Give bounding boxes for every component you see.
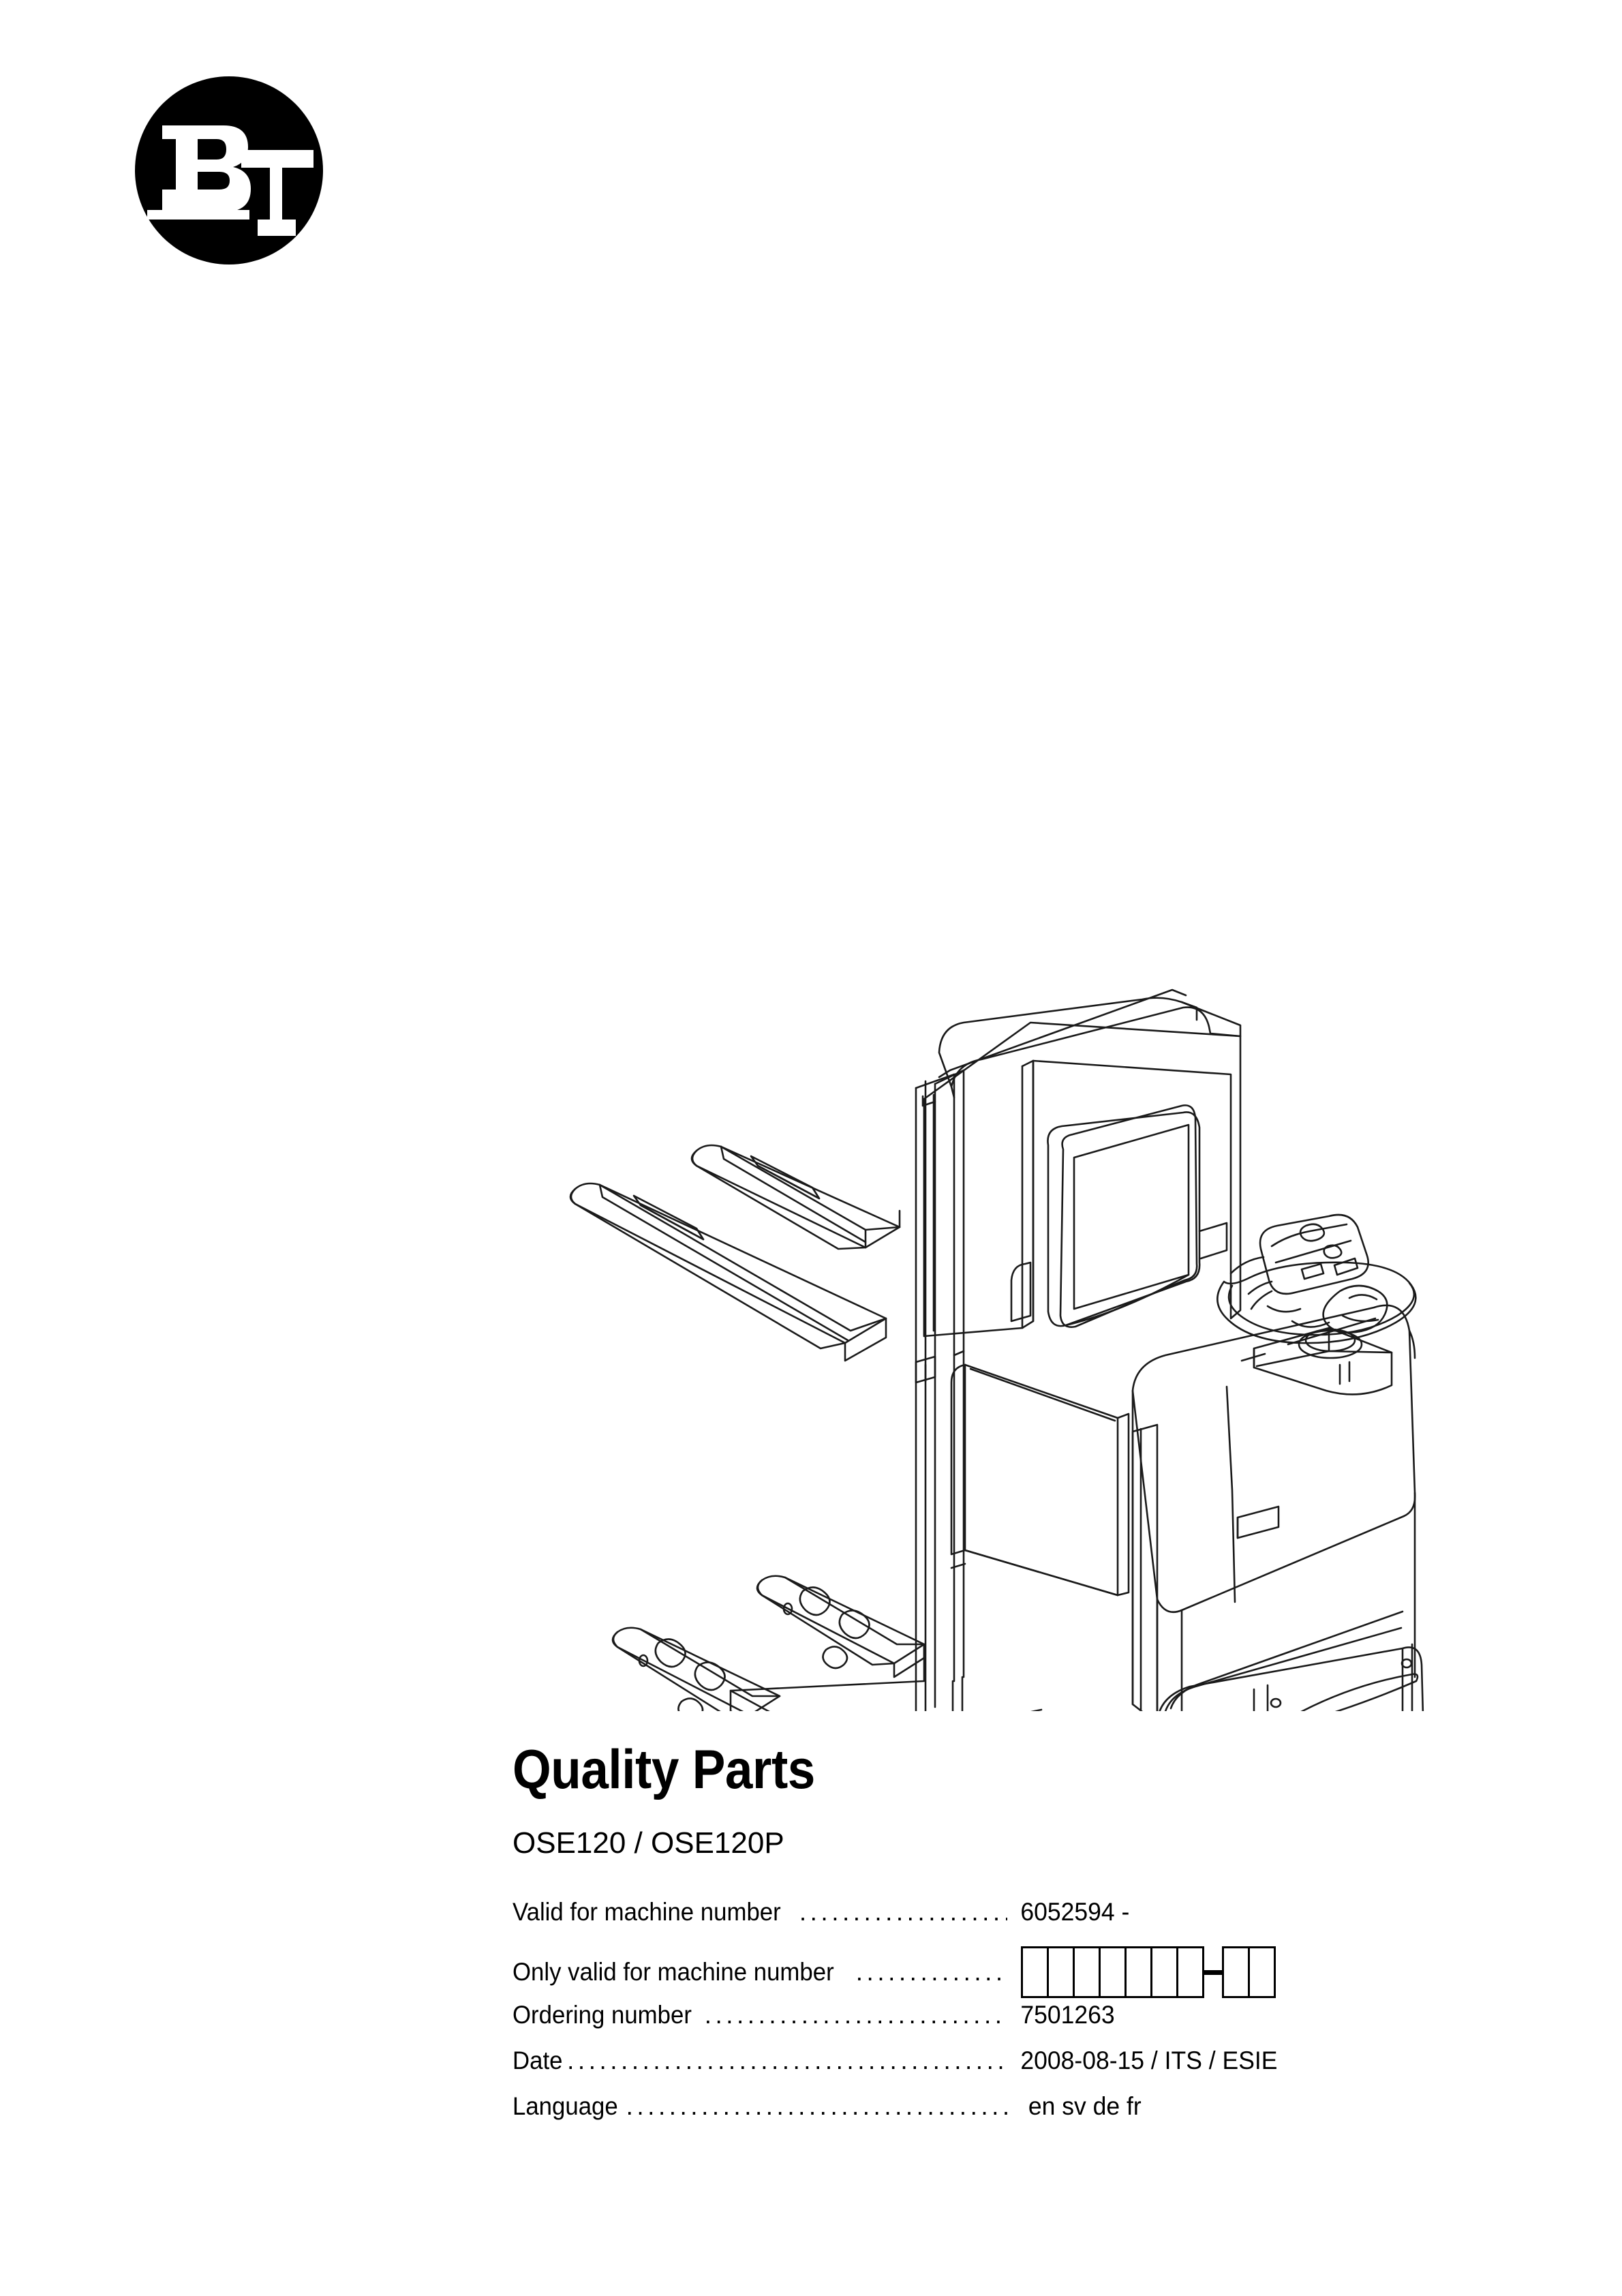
machine-number-box[interactable]	[1176, 1946, 1204, 1998]
dot-leader: ........................................…	[567, 2046, 1007, 2074]
rear-skirt-vents	[1159, 1610, 1424, 1711]
lower-fork-near	[611, 1627, 781, 1711]
cover-text-block: Quality Parts OSE120 / OSE120P Valid for…	[512, 1737, 1480, 2138]
machine-number-entry-boxes[interactable]	[1010, 1946, 1480, 1998]
spec-value: 2008-08-15 / ITS / ESIE	[1020, 2046, 1278, 2074]
spec-row-date: Date ...................................…	[512, 2046, 1480, 2092]
spec-row-only-valid-for: Only valid for machine number ..........…	[512, 1944, 1480, 2001]
model-designation: OSE120 / OSE120P	[512, 1826, 784, 1860]
spec-value: 6052594 -	[1020, 1898, 1130, 1926]
spec-label: Only valid for machine number	[512, 1958, 834, 1986]
spec-row-ordering-number: Ordering number ........................…	[512, 2001, 1480, 2046]
spec-row-language: Language ...............................…	[512, 2092, 1480, 2138]
machine-number-group-2[interactable]	[1222, 1946, 1276, 1998]
spec-value: 7501263	[1020, 2001, 1115, 2029]
dot-leader: ........................................…	[704, 2001, 1007, 2029]
motor-hood-cover	[1131, 1304, 1416, 1711]
lower-fork-far	[756, 1575, 925, 1678]
machine-number-box[interactable]	[1099, 1946, 1127, 1998]
dot-leader: ........................................…	[626, 2092, 1007, 2120]
tiller-steering-head	[1216, 1213, 1417, 1395]
bt-brand-logo	[134, 74, 324, 267]
machine-number-box[interactable]	[1047, 1946, 1075, 1998]
page-title: Quality Parts	[512, 1739, 815, 1800]
upper-fork-far	[690, 1144, 901, 1250]
machine-number-box[interactable]	[1150, 1946, 1178, 1998]
machine-number-group-1[interactable]	[1021, 1946, 1204, 1998]
specification-table: Valid for machine number ...............…	[512, 1898, 1480, 2138]
spec-value: en sv de fr	[1028, 2092, 1142, 2120]
machine-number-box[interactable]	[1073, 1946, 1101, 1998]
spec-label: Language	[512, 2092, 618, 2120]
ose120-order-picker-drawing	[569, 988, 1424, 1711]
mast-column	[915, 1069, 965, 1711]
upper-fork-near	[569, 1182, 887, 1362]
chassis-base	[729, 1643, 1043, 1711]
mid-shelf-panel	[950, 1363, 1130, 1597]
dot-leader: ........................................…	[855, 1958, 1007, 1986]
machine-number-box[interactable]	[1222, 1946, 1250, 1998]
machine-number-box[interactable]	[1021, 1946, 1049, 1998]
machine-number-box[interactable]	[1248, 1946, 1276, 1998]
dot-leader: ........................................…	[799, 1898, 1007, 1926]
backrest-panel	[921, 988, 1242, 1338]
product-illustration	[545, 954, 1431, 1711]
spec-label: Date	[512, 2046, 563, 2074]
machine-number-box[interactable]	[1124, 1946, 1152, 1998]
spec-row-valid-for: Valid for machine number ...............…	[512, 1898, 1480, 1944]
spec-label: Ordering number	[512, 2001, 692, 2029]
spec-label: Valid for machine number	[512, 1898, 781, 1926]
bt-logo-icon	[135, 76, 323, 265]
machine-number-separator-dash	[1204, 1969, 1222, 1975]
